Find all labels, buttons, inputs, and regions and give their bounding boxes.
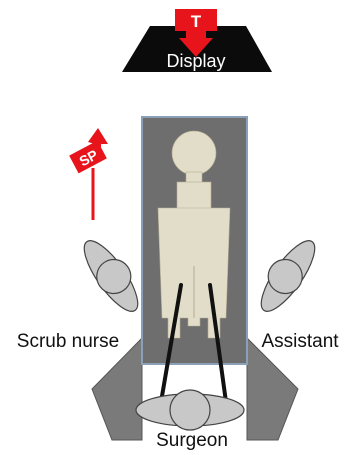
patient-head	[172, 131, 216, 175]
table-leg-left	[92, 338, 142, 440]
surgeon-label: Surgeon	[156, 430, 228, 450]
table-leg-right	[247, 338, 298, 440]
t-marker-label: T	[191, 12, 202, 31]
surgeon-head	[170, 390, 210, 430]
sp-marker: SP	[69, 128, 108, 220]
scrub-nurse-figure	[75, 231, 151, 319]
assistant-label: Assistant	[261, 331, 339, 352]
scrub-nurse-label: Scrub nurse	[17, 331, 119, 352]
patient-torso	[177, 182, 211, 210]
assistant-figure	[248, 231, 324, 319]
surgeon-figure	[136, 390, 244, 430]
